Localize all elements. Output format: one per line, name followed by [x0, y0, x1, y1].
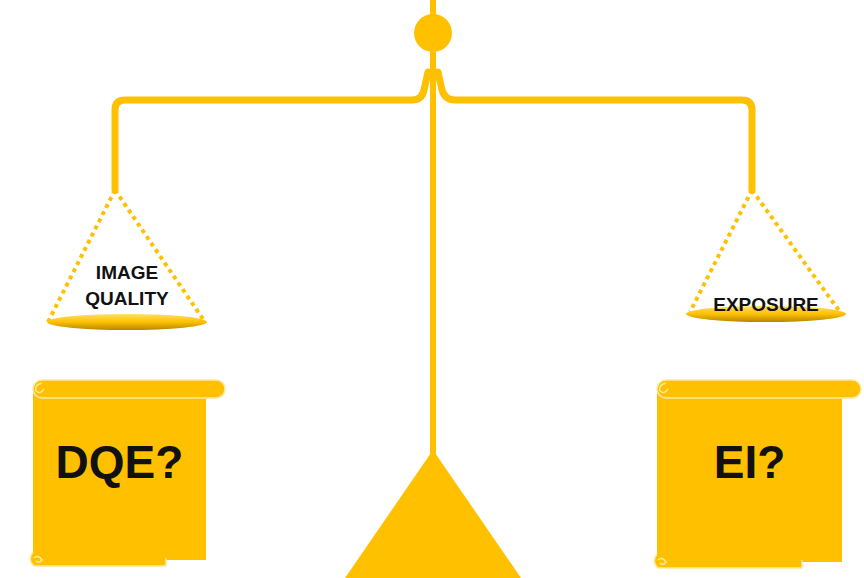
scroll-bottom-roll: [654, 554, 802, 568]
pivot: [414, 14, 452, 52]
scale-base: [345, 450, 521, 578]
scroll-box: DQE?: [28, 377, 228, 570]
pan-label: EXPOSURE: [691, 292, 841, 318]
scroll-curl: [660, 383, 668, 393]
scroll-bottom-roll: [30, 552, 166, 566]
scale-pan: IMAGE QUALITY: [42, 256, 212, 332]
beam-left: [115, 72, 428, 190]
scroll-curl: [658, 558, 666, 564]
scroll-label: DQE?: [33, 407, 206, 517]
scroll-top-roll: [33, 380, 225, 398]
scroll-body: [657, 389, 842, 562]
scale-pan: EXPOSURE: [683, 290, 849, 324]
pan-string: [690, 190, 752, 312]
scroll-body: [33, 389, 206, 560]
beam-right: [438, 72, 752, 190]
scroll-curl: [36, 383, 44, 393]
scroll-curl: [34, 556, 42, 562]
scroll-box: EI?: [652, 377, 864, 572]
pan-dish: [47, 314, 207, 330]
pole: [430, 45, 436, 470]
pan-label: IMAGE QUALITY: [71, 260, 183, 312]
pan-string: [752, 190, 840, 312]
scroll-top-roll: [657, 380, 861, 398]
scroll-label: EI?: [657, 407, 842, 517]
